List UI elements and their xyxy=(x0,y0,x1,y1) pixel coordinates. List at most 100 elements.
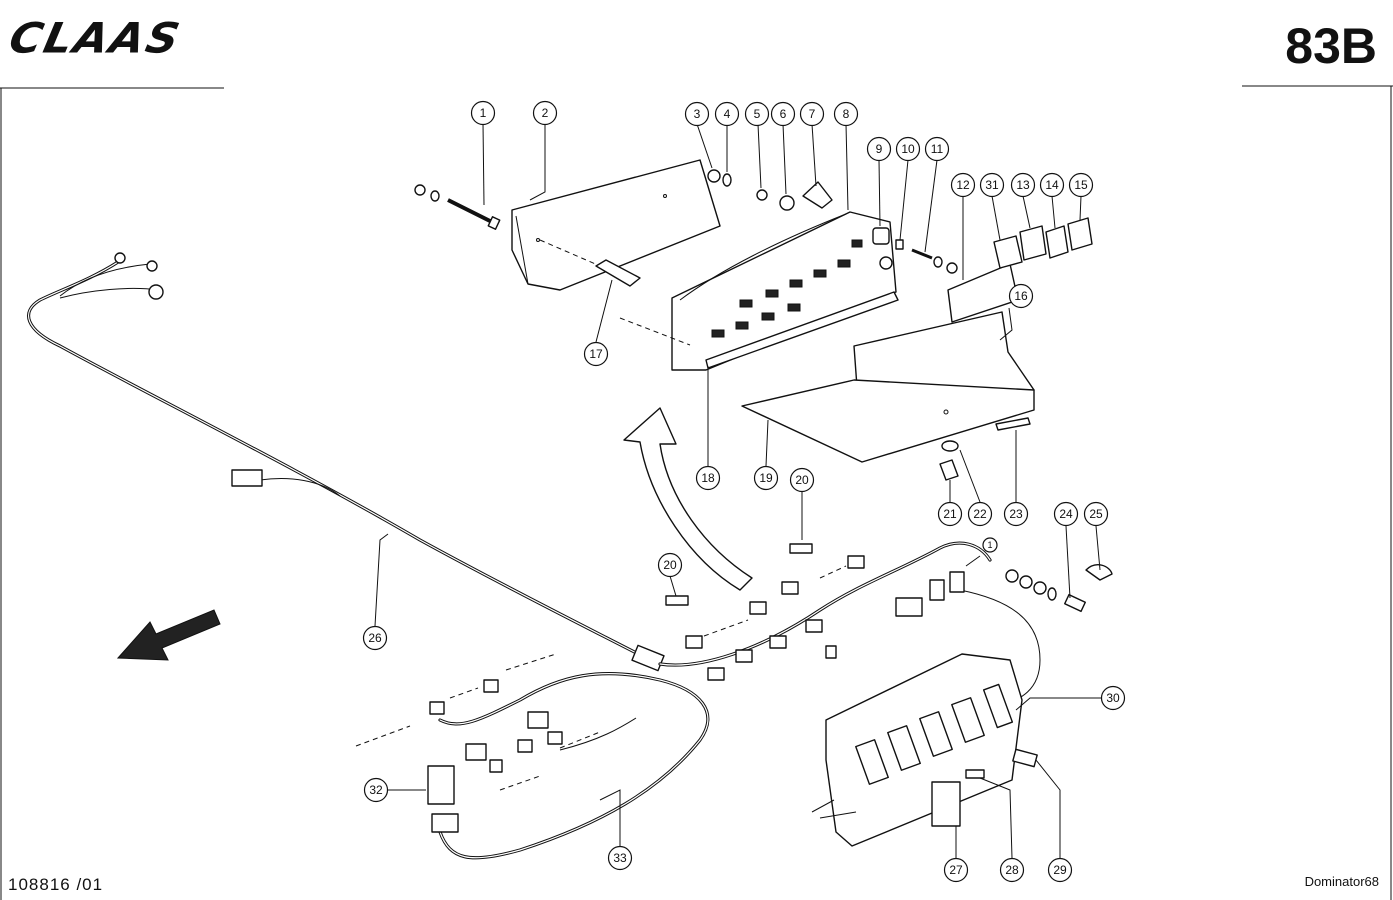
callout-22: 22 xyxy=(967,501,993,527)
callout-24: 24 xyxy=(1053,501,1079,527)
switch-panel-part xyxy=(811,653,1023,847)
callout-label: 1 xyxy=(480,106,487,120)
drawing-number: 108816 /01 xyxy=(8,875,104,894)
callout-6: 6 xyxy=(770,101,796,127)
cab-harness-part xyxy=(355,653,710,860)
cable-harness-part xyxy=(27,252,665,672)
callout-1: 1 xyxy=(470,100,496,126)
callout-label: 8 xyxy=(843,107,850,121)
callout-3: 3 xyxy=(684,101,710,127)
callout-20b: 20 xyxy=(657,552,683,578)
relay-socket-part xyxy=(931,781,961,827)
callout-label: 5 xyxy=(754,107,761,121)
callout-29: 29 xyxy=(1047,857,1073,883)
callout-4: 4 xyxy=(714,101,740,127)
callout-10: 10 xyxy=(895,136,921,162)
callout-label: 3 xyxy=(694,107,701,121)
callout-label: 18 xyxy=(701,471,715,485)
callout-label: 7 xyxy=(809,107,816,121)
callout-label: 6 xyxy=(780,107,787,121)
callout-label: 30 xyxy=(1106,691,1120,705)
callout-label: 29 xyxy=(1053,863,1067,877)
callout-25: 25 xyxy=(1083,501,1109,527)
relay-part xyxy=(427,765,455,805)
callout-7: 7 xyxy=(799,101,825,127)
page-number: 83B xyxy=(1285,18,1377,74)
seal-strip-part xyxy=(995,417,1031,431)
callout-26: 26 xyxy=(362,625,388,651)
callout-label: 20 xyxy=(795,473,809,487)
callout-33: 33 xyxy=(607,845,633,871)
callout-label: 24 xyxy=(1059,507,1073,521)
callout-label: 11 xyxy=(931,142,944,156)
callout-label: 16 xyxy=(1014,289,1028,303)
relay-parts xyxy=(993,217,1093,269)
model-name: Dominator68 xyxy=(1304,874,1379,889)
callout-label: 13 xyxy=(1016,178,1030,192)
callout-label: 33 xyxy=(613,851,627,865)
callout-5: 5 xyxy=(744,101,770,127)
callout-14: 14 xyxy=(1039,172,1065,198)
panel-cutouts xyxy=(711,239,863,338)
trim-strip-part xyxy=(705,291,899,369)
callout-label: 14 xyxy=(1045,178,1059,192)
callout-label: 23 xyxy=(1009,507,1023,521)
callout-label: 31 xyxy=(985,178,999,192)
callout-label: 4 xyxy=(724,107,731,121)
callout-19: 19 xyxy=(753,465,779,491)
switch-part xyxy=(872,227,890,245)
callout-18: 18 xyxy=(695,465,721,491)
spacer-tube-part xyxy=(595,259,641,287)
mounting-bracket-part xyxy=(511,159,721,291)
relay-bracket-part xyxy=(947,263,1019,323)
callout-32: 32 xyxy=(363,777,389,803)
callout-12: 12 xyxy=(950,172,976,198)
callout-17: 17 xyxy=(583,341,609,367)
callout-16: 16 xyxy=(1008,283,1034,309)
callout-label: 26 xyxy=(368,631,382,645)
callout-label: 10 xyxy=(901,142,915,156)
callout-30: 30 xyxy=(1100,685,1126,711)
callout-21: 21 xyxy=(937,501,963,527)
callout-27: 27 xyxy=(943,857,969,883)
callout-label: 12 xyxy=(956,178,970,192)
base-plate-part xyxy=(741,379,1035,463)
callout-8: 8 xyxy=(833,101,859,127)
callout-20a: 20 xyxy=(789,467,815,493)
switch-harness-part xyxy=(658,541,1041,707)
callout-label: 32 xyxy=(369,783,383,797)
callout-label: 27 xyxy=(949,863,963,877)
direction-arrow-icon xyxy=(116,609,221,661)
callout-label: 25 xyxy=(1089,507,1103,521)
connector-part xyxy=(665,595,689,606)
fastener-part xyxy=(939,459,959,481)
callout-13: 13 xyxy=(1010,172,1036,198)
bolt-part xyxy=(414,184,501,230)
connector-part xyxy=(789,543,813,554)
callout-label: 19 xyxy=(759,471,773,485)
callout-11: 11 xyxy=(924,136,950,162)
nut-part xyxy=(707,169,721,183)
callout-28: 28 xyxy=(999,857,1025,883)
callout-2: 2 xyxy=(532,100,558,126)
callout-label: 9 xyxy=(876,142,883,156)
instrument-panel-part xyxy=(671,211,897,371)
callout-31: 31 xyxy=(979,172,1005,198)
callout-1b: 1 xyxy=(982,537,998,553)
leader-lines xyxy=(374,122,1101,859)
callout-label: 20 xyxy=(663,558,677,572)
callout-label: 15 xyxy=(1074,178,1088,192)
callout-label: 1 xyxy=(987,540,992,550)
assembly-arrow-icon xyxy=(623,407,753,591)
callout-label: 2 xyxy=(542,106,549,120)
callout-23: 23 xyxy=(1003,501,1029,527)
callout-label: 21 xyxy=(943,507,957,521)
callout-15: 15 xyxy=(1068,172,1094,198)
callout-9: 9 xyxy=(866,136,892,162)
callout-label: 22 xyxy=(973,507,987,521)
callout-label: 17 xyxy=(589,347,603,361)
callout-label: 28 xyxy=(1005,863,1019,877)
